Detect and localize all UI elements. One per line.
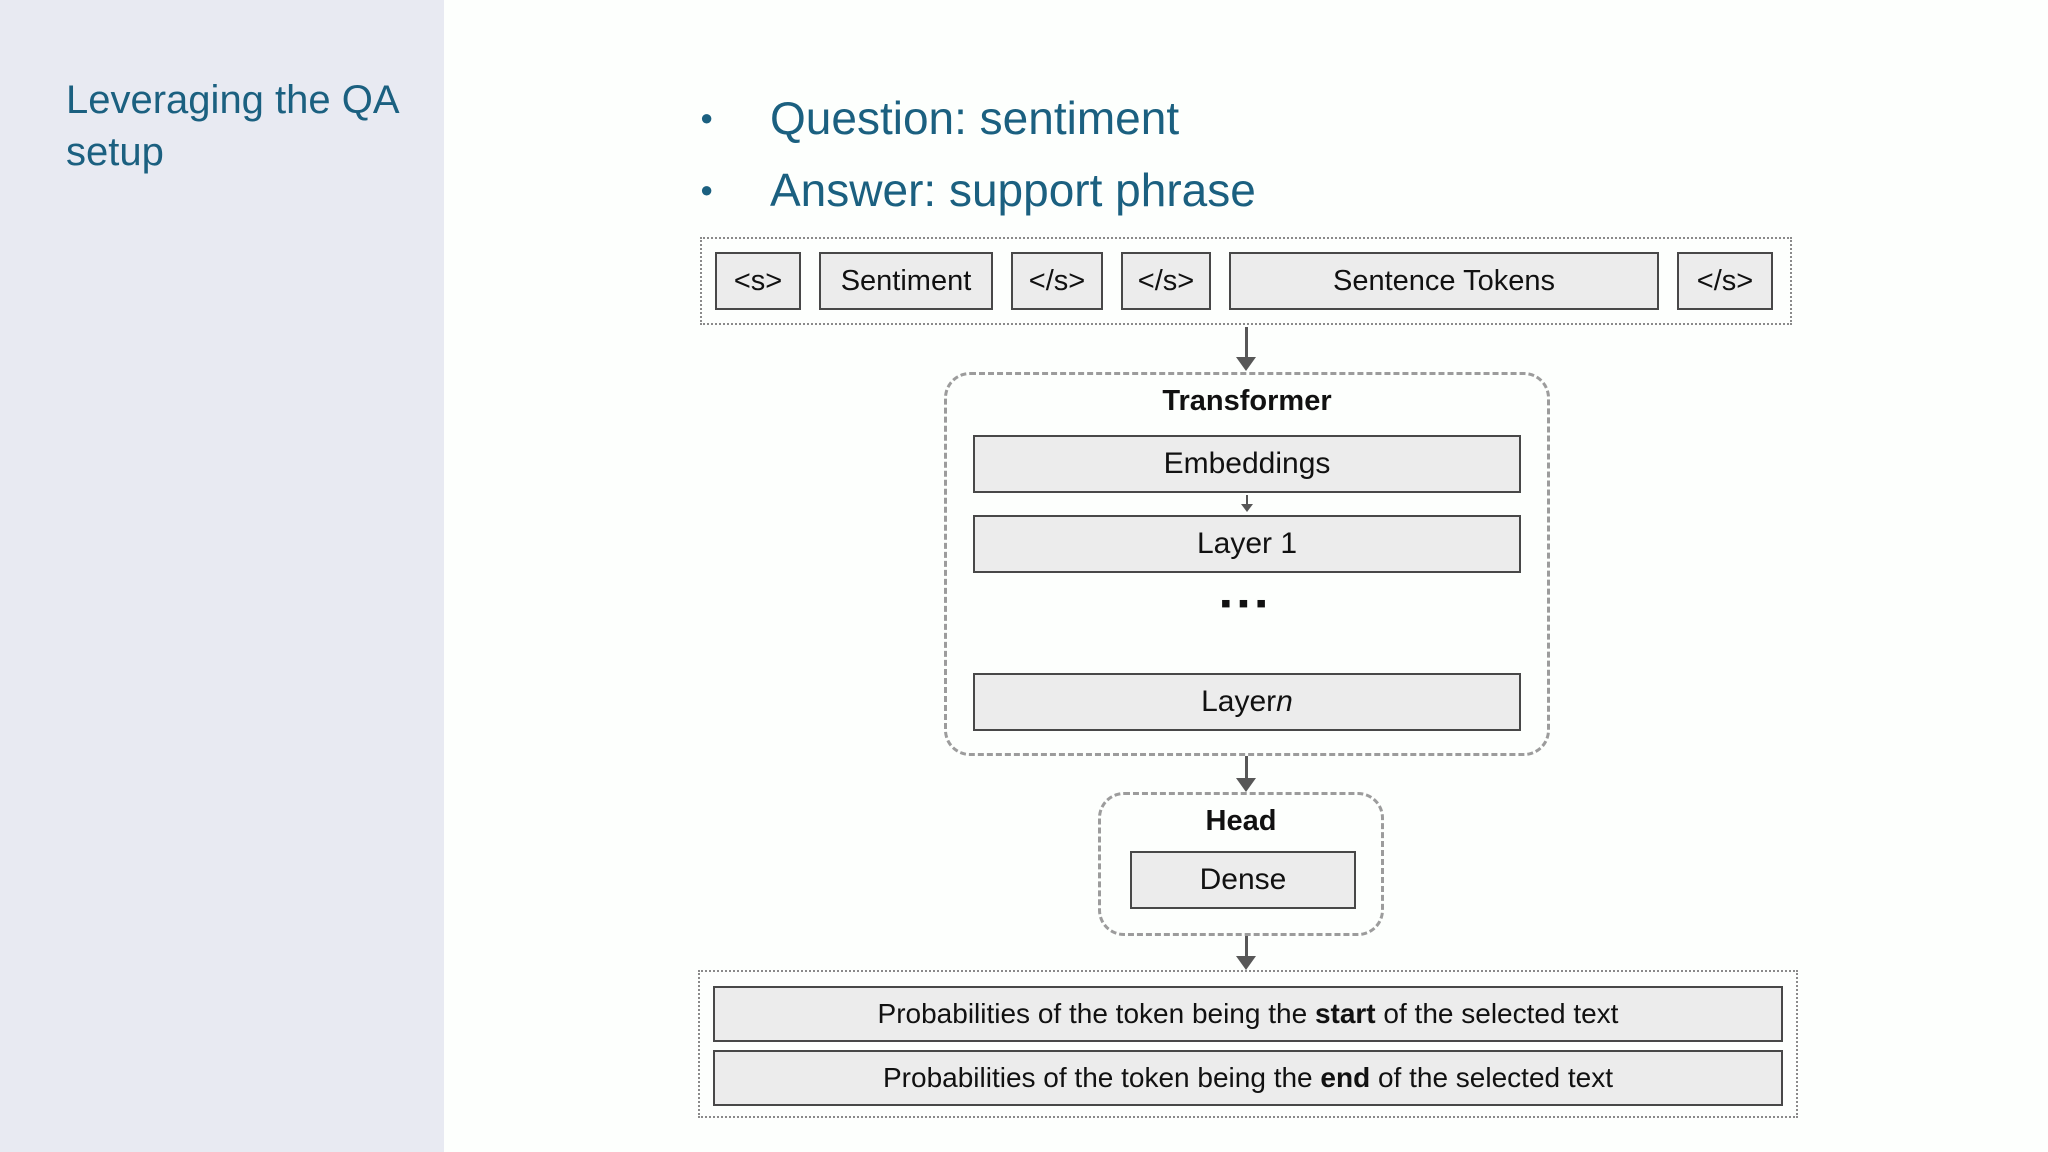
head-title: Head (1205, 805, 1277, 837)
input-tokens-row: <s> Sentiment </s> </s> Sentence Tokens … (702, 239, 1790, 323)
transformer-container: Transformer Embeddings Layer 1 ▪▪▪ Layer… (944, 372, 1550, 756)
output-end-box: Probabilities of the token being the end… (713, 1050, 1783, 1106)
down-arrow-icon (947, 495, 1547, 512)
output-end-text: Probabilities of the token being the end… (883, 1062, 1613, 1093)
token-box-s: <s> (715, 252, 801, 310)
output-start-text: Probabilities of the token being the sta… (877, 998, 1619, 1029)
bullet-item: ● Answer: support phrase (700, 154, 1256, 226)
input-tokens-container: <s> Sentiment </s> </s> Sentence Tokens … (700, 237, 1792, 325)
bullet-dot-icon: ● (700, 105, 714, 130)
outputs-container: Probabilities of the token being the sta… (698, 970, 1798, 1118)
embeddings-box: Embeddings (973, 435, 1521, 493)
arrow-head (1236, 956, 1256, 970)
output-end-emphasis: end (1320, 1062, 1371, 1093)
output-start-box: Probabilities of the token being the sta… (713, 986, 1783, 1042)
bullet-dot-icon: ● (700, 177, 714, 202)
layer-n-variable: n (1276, 685, 1293, 718)
sidebar: Leveraging the QA setup (0, 0, 444, 1152)
token-box-end-s: </s> (1677, 252, 1773, 310)
bullet-item: ● Question: sentiment (700, 82, 1256, 154)
token-box-end-s: </s> (1011, 252, 1103, 310)
dense-box: Dense (1130, 851, 1356, 909)
layer-n-box: Layer n (973, 673, 1521, 731)
arrow-shaft (1244, 936, 1248, 956)
arrow-head (1236, 357, 1256, 371)
bullet-list: ● Question: sentiment ● Answer: support … (700, 82, 1256, 226)
token-box-sentence-tokens: Sentence Tokens (1229, 252, 1659, 310)
token-box-end-s: </s> (1121, 252, 1211, 310)
down-arrow-icon (1232, 936, 1260, 970)
arrow-head (1236, 778, 1256, 792)
slide-title: Leveraging the QA setup (66, 78, 398, 174)
layer-1-box: Layer 1 (973, 515, 1521, 573)
bullet-label: Answer: support phrase (770, 164, 1256, 216)
output-start-emphasis: start (1314, 998, 1376, 1029)
head-container: Head Dense (1098, 792, 1384, 936)
layers-ellipsis: ▪▪▪ (1220, 587, 1274, 620)
arrow-shaft (1246, 495, 1248, 504)
down-arrow-icon (1232, 327, 1260, 371)
arrow-head (1241, 504, 1253, 512)
arrow-shaft (1244, 327, 1248, 357)
token-box-sentiment: Sentiment (819, 252, 993, 310)
transformer-title: Transformer (1162, 385, 1332, 417)
down-arrow-icon (1232, 756, 1260, 792)
bullet-label: Question: sentiment (770, 92, 1180, 144)
arrow-shaft (1244, 756, 1248, 778)
layer-n-prefix: Layer (1201, 685, 1277, 718)
